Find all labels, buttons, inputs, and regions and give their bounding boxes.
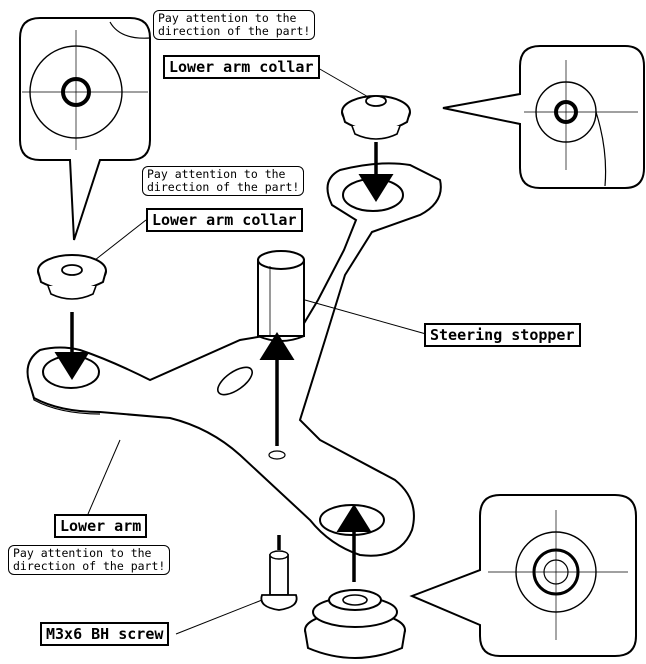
label-lower-arm: Lower arm [54, 514, 148, 538]
lower-arm-collar-top [341, 95, 411, 140]
assembly-arrows [54, 142, 394, 582]
lower-arm-collar-left [37, 254, 107, 300]
caution-note-bottom: Pay attention to the direction of the pa… [8, 545, 171, 575]
label-lower-arm-collar-left: Lower arm collar [146, 208, 303, 232]
zoom-callout-top-left [19, 17, 151, 241]
m3x6-bh-screw-part [260, 550, 298, 611]
label-lower-arm-collar-top: Lower arm collar [163, 55, 320, 79]
label-steering-stopper: Steering stopper [424, 323, 581, 347]
zoom-callout-bottom-right [409, 494, 637, 657]
caution-note-middle: Pay attention to the direction of the pa… [142, 166, 305, 196]
zoom-callout-top-right [442, 45, 645, 189]
ball-assembly-part [304, 589, 406, 659]
label-m3x6-bh-screw: M3x6 BH screw [40, 622, 170, 646]
caution-note-top: Pay attention to the direction of the pa… [153, 10, 316, 40]
steering-stopper-part [257, 250, 305, 342]
leader-lines [87, 67, 427, 635]
